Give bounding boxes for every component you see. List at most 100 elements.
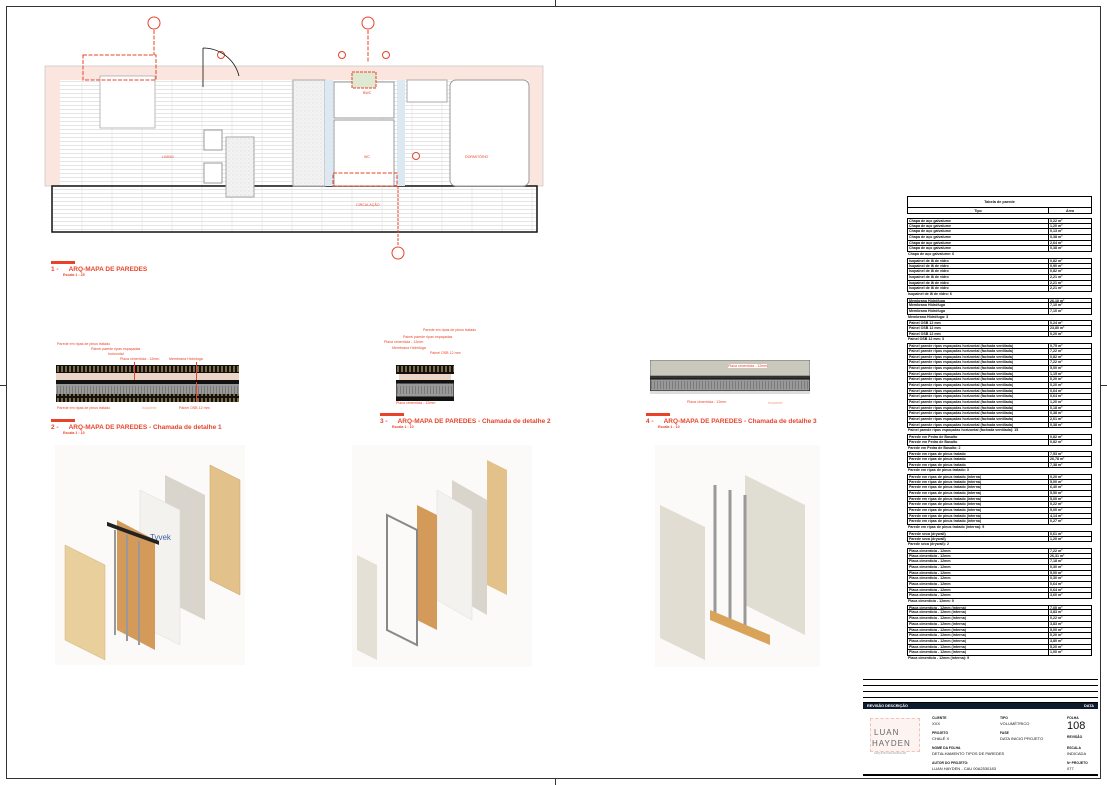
schedule-header-row: Tipo Área [907, 208, 1092, 214]
group-total-row: Parede seca (drywall): 2 [908, 542, 949, 547]
room-label-dormitorio: DORMITÓRIO [465, 155, 489, 159]
project-number-label: Nº PROJETO [1067, 761, 1088, 765]
cell-area: 26,31 m² [1050, 553, 1065, 558]
room-label-bwc: BWC [363, 91, 372, 95]
exploded-3d-view-wall-type-1: Tyvek [55, 445, 245, 665]
cell-type: Placa cimentícia - 12mm (interna) [908, 616, 1049, 621]
cell-area: 2,21 m² [1050, 280, 1063, 285]
cell-type: Chapa de aço galvalume [908, 229, 1049, 235]
cell-type: Chapa de aço galvalume [908, 235, 1049, 240]
author-value: LUAN HAYDEN - CAU 00A2530183 [932, 766, 996, 771]
cell-type: Placa cimentícia - 12mm (interna) [908, 621, 1049, 627]
project-value: CHALÉ X [932, 736, 950, 741]
cell-type: Placa cimentícia - 12mm [908, 593, 1049, 599]
cell-type: Painel parede ripas espaçadas horizontal… [908, 405, 1049, 411]
cell-area: 0,20 m² [1050, 382, 1063, 387]
revision-description-label: REVISÃO DESCRIÇÃO [867, 704, 908, 708]
column-header-type: Tipo [908, 208, 1049, 213]
group-total-row: Parede em ripas de pinus tratado: 3 [908, 468, 969, 473]
cell-area: 3,83 m² [1050, 621, 1063, 626]
cell-area: 0,30 m² [1050, 576, 1063, 581]
table-row: Painel parede ripas espaçadas horizontal… [907, 365, 1092, 372]
cell-type: Placa cimentícia - 12mm (interna) [908, 650, 1049, 655]
cell-type: Parede em ripas de pinus tratado (intern… [908, 479, 1049, 485]
cell-type: Parede em ripas de pinus tratado (intern… [908, 519, 1049, 525]
cell-type: Painel parede ripas espaçadas horizontal… [908, 400, 1049, 405]
door-swing [202, 47, 240, 87]
cell-type: Parede em Pedra de Basalto [908, 439, 1049, 445]
cell-area: 0,38 m² [1050, 235, 1063, 240]
wall-section-detail-1 [56, 365, 239, 402]
group-total-row: Parede em ripas de pinus tratado (intern… [908, 525, 985, 530]
group-total-row: Placa cimentícia - 12mm (interna): 9 [908, 655, 970, 660]
cell-type: Placa cimentícia - 12mm [908, 553, 1049, 559]
phase-value: DATA INICIO PROJETO [1000, 736, 1044, 741]
table-row: Parede em ripas de pinus tratado (intern… [907, 473, 1092, 480]
cell-area: 0,24 m² [1050, 321, 1063, 326]
cell-area: 0,82 m² [1050, 354, 1063, 359]
leader-line [134, 362, 135, 380]
cell-type: Parede em ripas de pinus tratado (intern… [908, 502, 1049, 508]
type-label: TIPO [1000, 716, 1008, 720]
cell-area: 5,20 m² [1050, 644, 1063, 649]
cell-type: Chapa de aço galvalume [908, 246, 1049, 252]
cell-area: 7,10 m² [1050, 309, 1063, 313]
cell-type: Isopainel de lã de vidro [908, 269, 1049, 274]
cell-type: Painel parede ripas espaçadas horizontal… [908, 365, 1049, 371]
table-row: Painel parede ripas espaçadas horizontal… [907, 371, 1092, 378]
cell-area: 7,10 m² [1050, 303, 1063, 308]
view-title-3: 3 -ARQ-MAPA DE PAREDES - Chamada de deta… [380, 413, 551, 429]
project-number-value: 077 [1067, 766, 1074, 771]
cell-area: 2,21 m² [1050, 274, 1063, 279]
cell-type: Isopainel de lã de vidro [908, 258, 1049, 263]
cell-area: 5,00 m² [1050, 570, 1063, 575]
cell-area: 0,82 m² [1050, 258, 1063, 263]
cell-area: 0,30 m² [1050, 564, 1063, 569]
cell-area: 26,10 m² [1050, 298, 1065, 303]
cell-type: Parede em ripas de pinus tratado (intern… [908, 513, 1049, 519]
cell-area: 0,13 m² [1050, 229, 1063, 234]
cell-area: 5,50 m² [1050, 491, 1063, 495]
cell-type: Painel parede ripas espaçadas horizontal… [908, 371, 1049, 377]
cell-type: Parede em ripas de pinus tratado [908, 452, 1049, 456]
cell-area: 7,22 m² [1050, 360, 1063, 365]
cell-area: 2,61 m² [1050, 417, 1063, 422]
cell-area: 5,00 m² [1050, 627, 1063, 632]
edge-tick [555, 779, 556, 785]
cell-area: 1,20 m² [1050, 400, 1063, 404]
cell-area: 0,38 m² [1050, 411, 1063, 416]
cell-type: Chapa de aço galvalume [908, 240, 1049, 246]
table-row: Parede em ripas de pinus tratado (intern… [907, 479, 1092, 486]
detail2-label: Painel parede ripas espaçadas [403, 335, 453, 339]
table-row: Painel parede ripas espaçadas horizontal… [907, 360, 1092, 366]
cell-type: Parede em ripas de pinus tratado (intern… [908, 496, 1049, 502]
table-row: Painel parede ripas espaçadas horizontal… [907, 411, 1092, 418]
client-value: XXX [932, 721, 941, 726]
author-label: AUTOR DO PROJETO: [932, 761, 969, 765]
table-row: Parede seca (drywall)1,20 m² [907, 536, 1092, 543]
cell-type: Painel OSB 12 mm [908, 326, 1049, 331]
sheet-number-label: FOLHA [1067, 716, 1079, 720]
cell-area: 0,20 m² [1050, 377, 1063, 382]
detail2-label: Painel OSB 12 mm [430, 351, 461, 355]
view-title-4: 4 -ARQ-MAPA DE PAREDES - Chamada de deta… [646, 413, 817, 429]
cell-type: Parede em ripas de pinus tratado (intern… [908, 508, 1049, 513]
cell-type: Parede em ripas de pinus tratado (intern… [908, 485, 1049, 490]
table-row: Painel parede ripas espaçadas horizontal… [907, 388, 1092, 395]
detail2-label: Membrana Hidrófuga [392, 346, 426, 350]
cell-type: Parede em Pedra de Basalto [908, 435, 1049, 439]
cell-type: Parede em ripas de pinus tratado [908, 456, 1049, 462]
